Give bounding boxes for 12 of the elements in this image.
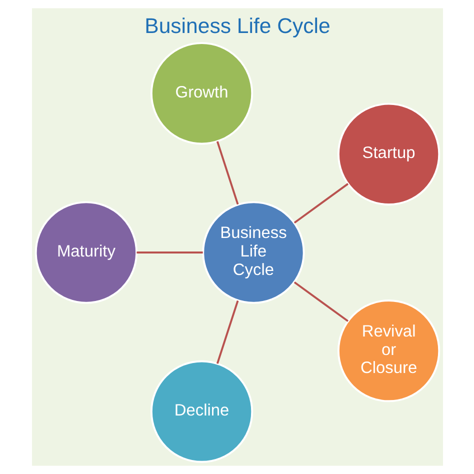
node-circle: Growth bbox=[150, 42, 253, 145]
connector bbox=[216, 300, 238, 364]
node-circle: Startup bbox=[337, 102, 440, 206]
node-circle: Maturity bbox=[34, 201, 137, 304]
node-circle: Revival or Closure bbox=[337, 300, 440, 402]
node-circle: Business Life Cycle bbox=[202, 201, 304, 304]
connector bbox=[293, 281, 348, 322]
diagram-title: Business Life Cycle bbox=[144, 14, 330, 38]
connector bbox=[136, 252, 202, 254]
connector bbox=[216, 141, 238, 205]
connector bbox=[293, 183, 348, 224]
node-circle: Decline bbox=[150, 360, 253, 463]
